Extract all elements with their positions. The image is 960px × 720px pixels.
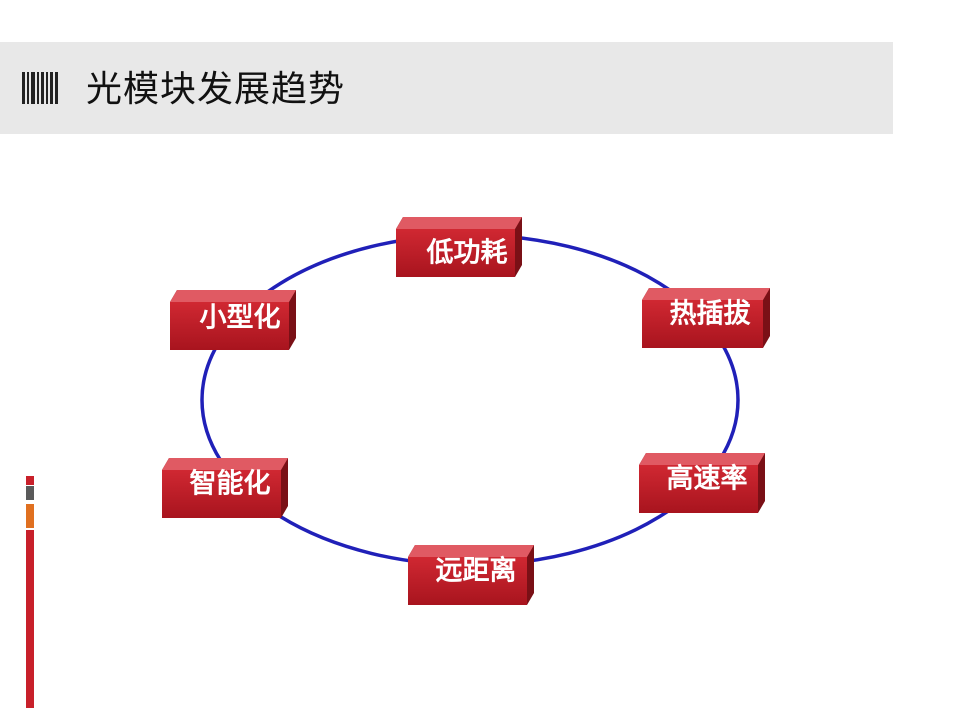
- side-accent-red-top: [26, 476, 34, 485]
- side-accent-red-bar: [26, 530, 34, 708]
- node-label: 远距离: [436, 555, 517, 587]
- node-label: 低功耗: [426, 238, 508, 269]
- node-hot-plug: 热插拔: [642, 288, 770, 348]
- node-miniaturization: 小型化: [170, 290, 296, 350]
- node-label: 小型化: [200, 303, 281, 334]
- title-bar: 光模块发展趋势: [0, 42, 893, 134]
- node-label: 高速率: [667, 463, 748, 495]
- side-accent-orange: [26, 504, 34, 528]
- node-label: 热插拔: [670, 299, 752, 330]
- barcode-icon: [22, 72, 58, 104]
- page-title: 光模块发展趋势: [86, 69, 346, 110]
- node-long-distance: 远距离: [408, 545, 534, 605]
- node-low-power: 低功耗: [396, 217, 522, 277]
- side-accent-gray: [26, 486, 34, 500]
- node-intelligent: 智能化: [162, 458, 288, 518]
- node-high-speed: 高速率: [639, 453, 765, 513]
- node-label: 智能化: [190, 468, 271, 500]
